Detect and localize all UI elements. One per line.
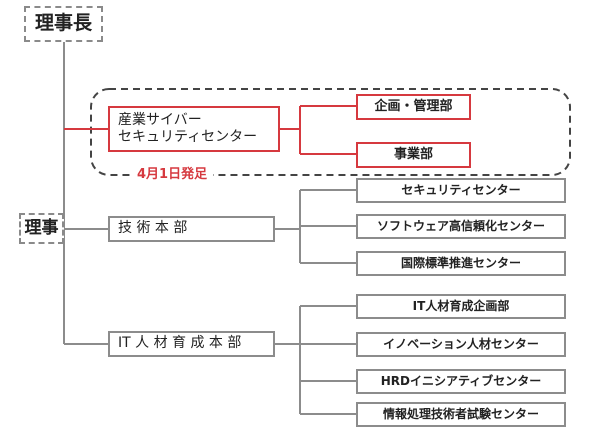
division-label: 技 術 本 部 [118, 220, 188, 237]
division-box: 技 術 本 部 [108, 216, 275, 242]
unit-box: ソフトウェア高信頼化センター [356, 214, 566, 239]
chairman-box: 理事長 [24, 6, 103, 42]
unit-label: IT人材育成企画部 [412, 299, 510, 313]
center-box: 産業サイバー セキュリティセンター [108, 106, 280, 152]
unit-box: イノベーション人材センター [356, 332, 566, 357]
division-label: IT 人 材 育 成 本 部 [118, 335, 242, 352]
center-dept-box: 企画・管理部 [356, 94, 471, 120]
unit-box: 国際標準推進センター [356, 251, 566, 276]
unit-box: 情報処理技術者試験センター [356, 402, 566, 427]
unit-label: HRDイニシアティブセンター [380, 374, 542, 388]
unit-label: セキュリティセンター [401, 183, 521, 197]
unit-box: IT人材育成企画部 [356, 294, 566, 319]
unit-label: イノベーション人材センター [383, 337, 539, 351]
center-dept-label: 企画・管理部 [374, 98, 453, 114]
center-name-line-2: セキュリティセンター [118, 129, 258, 145]
center-dept-label: 事業部 [393, 146, 433, 162]
center-dept-box: 事業部 [356, 142, 471, 168]
chairman-label: 理事長 [34, 12, 92, 35]
unit-label: ソフトウェア高信頼化センター [376, 219, 545, 233]
division-box: IT 人 材 育 成 本 部 [108, 331, 275, 357]
unit-box: セキュリティセンター [356, 178, 566, 203]
launch-note: 4月1日発足 [131, 163, 214, 182]
unit-box: HRDイニシアティブセンター [356, 369, 566, 394]
unit-label: 国際標準推進センター [400, 256, 521, 270]
unit-label: 情報処理技術者試験センター [382, 407, 539, 421]
center-name-line-1: 産業サイバー [118, 111, 202, 128]
director-label: 理事 [24, 217, 59, 238]
director-box: 理事 [19, 213, 64, 244]
